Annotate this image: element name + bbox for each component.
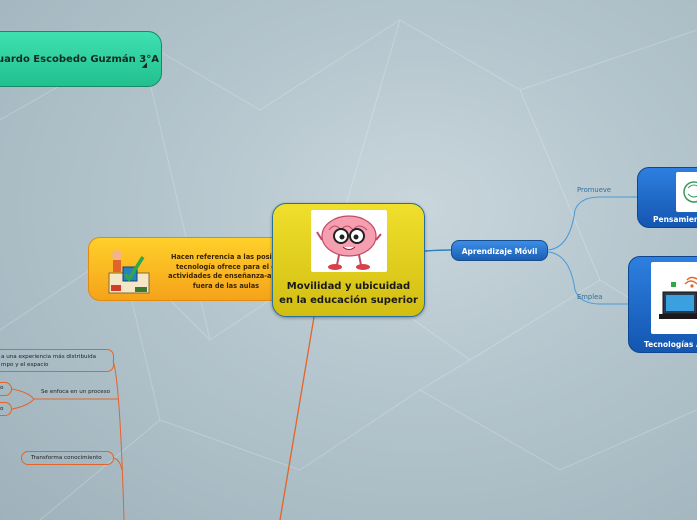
note-icon: ◢ [141, 61, 147, 69]
brain-mascot-icon [311, 210, 387, 272]
author-node[interactable]: uardo Escobedo Guzmán 3°A ◢ [0, 31, 162, 87]
small-node-1[interactable] [0, 382, 12, 396]
definition-line-2: tecnología ofrece para el d [176, 262, 276, 271]
technologies-node[interactable]: Tecnologías A [628, 256, 697, 353]
transforms-knowledge-text: Transforma conocimiento [31, 455, 102, 461]
laptop-wifi-icon [651, 262, 697, 334]
technologies-label: Tecnologías A [644, 340, 697, 349]
distributed-experience-line-2: mpo y el espacio [1, 362, 49, 368]
edge-label-emplea: Emplea [577, 293, 603, 301]
definition-line-3: actividades de enseñanza-apre [168, 272, 284, 281]
process-focus-text: Se enfoca en un proceso [41, 389, 111, 395]
thinking-image [676, 172, 697, 212]
mobile-learning-node[interactable]: Aprendizaje Móvil [451, 240, 548, 261]
small-node-2-text: o [0, 406, 4, 412]
author-name: uardo Escobedo Guzmán 3°A [0, 53, 159, 65]
definition-node[interactable]: Hacen referencia a las posibil tecnologí… [88, 237, 284, 301]
distributed-experience-line-1: a una experiencia más distribuida [1, 354, 97, 360]
definition-line-1: Hacen referencia a las posibil [170, 253, 282, 261]
distributed-experience-node[interactable] [0, 349, 114, 372]
central-title-line-1: Movilidad y ubicuidad [286, 281, 411, 292]
transforms-knowledge-node[interactable] [21, 451, 114, 465]
thinking-node[interactable]: Pensamien [637, 167, 697, 228]
thinking-label: Pensamien [653, 215, 697, 224]
central-title-line-2: en la educación superior [279, 295, 418, 306]
central-topic-node[interactable]: Movilidad y ubicuidad en la educación su… [272, 203, 425, 317]
edge-label-promueve: Promueve [577, 186, 612, 194]
student-checklist-icon [108, 250, 150, 294]
distributed-experience-text: a una experiencia más distribuida mpo y … [1, 353, 96, 369]
definition-line-4: fuera de las aulas [192, 281, 260, 290]
small-node-1-text: o [0, 385, 4, 391]
small-node-2[interactable] [0, 402, 12, 416]
